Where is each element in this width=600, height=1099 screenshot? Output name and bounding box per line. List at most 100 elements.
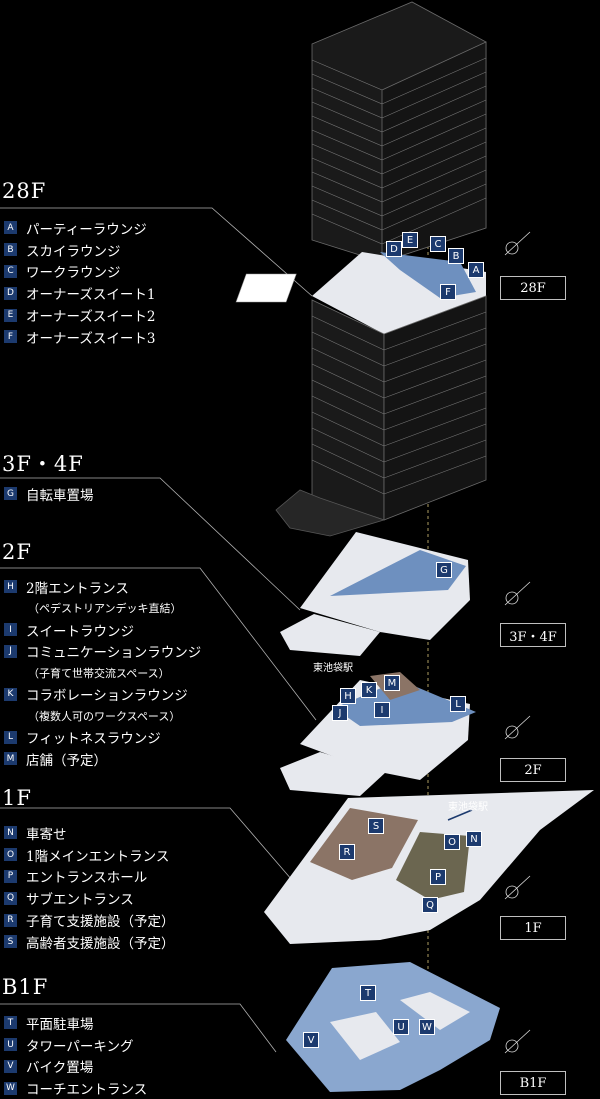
legend-key: M — [4, 752, 17, 766]
legend-key: I — [4, 623, 17, 637]
legend-label: コミュニケーションラウンジ — [26, 645, 202, 662]
map-marker-v: V — [303, 1032, 319, 1048]
map-marker-b: B — [448, 248, 464, 264]
legend-2f: H 2階エントランス （ペデストリアンデッキ直結） I スイートラウンジ J コミュニ… — [4, 576, 201, 770]
legend-label: コラボレーションラウンジ — [26, 688, 188, 705]
legend-item: R 子育て支援施設（予定） — [4, 909, 175, 931]
legend-label: バイク置場 — [26, 1060, 94, 1077]
map-marker-g: G — [436, 562, 452, 578]
legend-item: S 高齢者支援施設（予定） — [4, 931, 175, 953]
legend-key: K — [4, 687, 17, 701]
floor-label-b1f: B1F — [500, 1071, 566, 1095]
legend-key: H — [4, 580, 17, 594]
floor-3f4f-plan — [280, 532, 470, 656]
legend-key: A — [4, 221, 17, 235]
legend-key: D — [4, 286, 17, 300]
legend-sublabel: （複数人可のワークスペース） — [28, 709, 181, 723]
legend-key: U — [4, 1038, 17, 1052]
map-marker-e: E — [402, 232, 418, 248]
legend-item: I スイートラウンジ — [4, 619, 201, 641]
legend-key: J — [4, 644, 17, 658]
legend-key: B — [4, 243, 17, 257]
legend-sublabel: （ペデストリアンデッキ直結） — [28, 602, 182, 616]
map-marker-i: I — [374, 702, 390, 718]
map-marker-o: O — [444, 834, 460, 850]
floor-title-1f: 1F — [2, 786, 32, 810]
legend-key: Q — [4, 891, 17, 905]
legend-key: S — [4, 935, 17, 949]
legend-label: 店舗（予定） — [26, 752, 107, 769]
map-marker-u: U — [393, 1019, 409, 1035]
map-marker-p: P — [430, 869, 446, 885]
map-marker-a: A — [468, 262, 484, 278]
leader-lines — [0, 207, 317, 1053]
legend-label: ワークラウンジ — [26, 265, 121, 282]
map-marker-k: K — [361, 682, 377, 698]
legend-label: パーティーラウンジ — [26, 221, 147, 238]
map-marker-m: M — [384, 675, 400, 691]
legend-key: F — [4, 330, 17, 344]
legend-label: オーナーズスイート1 — [26, 287, 156, 304]
legend-label: オーナーズスイート2 — [26, 309, 156, 326]
legend-item: H 2階エントランス — [4, 576, 201, 598]
legend-key: E — [4, 308, 17, 322]
tower-lower — [275, 295, 487, 537]
legend-item: L フィットネスラウンジ — [4, 726, 201, 748]
legend-item: J コミュニケーションラウンジ — [4, 641, 201, 663]
map-marker-l: L — [450, 696, 466, 712]
floor-2f-plan — [280, 672, 476, 796]
legend-label: コーチエントランス — [26, 1082, 148, 1099]
legend-item: O 1階メインエントランス — [4, 844, 175, 866]
legend-label: 自転車置場 — [26, 487, 94, 504]
legend-key: P — [4, 869, 17, 883]
map-marker-c: C — [430, 236, 446, 252]
map-marker-d: D — [386, 241, 402, 257]
map-marker-n: N — [466, 831, 482, 847]
legend-item: E オーナーズスイート2 — [4, 304, 155, 326]
floor-1f-plan — [264, 790, 594, 944]
legend-label: エントランスホール — [26, 870, 148, 887]
legend-key: O — [4, 848, 17, 862]
floor-title-3f4f: 3F・4F — [2, 452, 84, 476]
legend-label: スイートラウンジ — [26, 623, 134, 640]
legend-label: 2階エントランス — [26, 580, 129, 597]
legend-item: B スカイラウンジ — [4, 239, 155, 261]
legend-key: V — [4, 1059, 17, 1073]
floor-title-28f: 28F — [2, 179, 47, 203]
legend-item: N 車寄せ — [4, 822, 175, 844]
legend-key: R — [4, 913, 17, 927]
legend-item: P エントランスホール — [4, 866, 175, 888]
legend-label: サブエントランス — [26, 892, 134, 909]
floor-label-28f: 28F — [500, 276, 566, 300]
legend-key: L — [4, 730, 17, 744]
map-marker-f: F — [440, 284, 456, 300]
legend-sublabel: （子育て世帯交流スペース） — [28, 666, 170, 680]
legend-item: Q サブエントランス — [4, 887, 175, 909]
legend-item: A パーティーラウンジ — [4, 217, 155, 239]
legend-key: N — [4, 826, 17, 840]
legend-label: フィットネスラウンジ — [26, 731, 161, 748]
floor-title-2f: 2F — [2, 540, 32, 564]
map-marker-j: J — [332, 705, 348, 721]
floor-label-3f4f: 3F・4F — [500, 623, 566, 647]
floor-label-2f: 2F — [500, 758, 566, 782]
legend-1f: N 車寄せ O 1階メインエントランス P エントランスホール Q サブエントランス R… — [4, 822, 175, 953]
legend-label: 車寄せ — [26, 826, 67, 843]
legend-label: 1階メインエントランス — [26, 848, 170, 865]
station-label-1f: 東池袋駅 — [448, 802, 488, 813]
legend-item: K コラボレーションラウンジ — [4, 683, 201, 705]
legend-item: U タワーパーキング — [4, 1034, 147, 1056]
legend-label: 高齢者支援施設（予定） — [26, 935, 175, 952]
legend-label: スカイラウンジ — [26, 243, 121, 260]
legend-label: 子育て支援施設（予定） — [26, 914, 175, 931]
legend-label: タワーパーキング — [26, 1038, 134, 1055]
legend-item: D オーナーズスイート1 — [4, 282, 155, 304]
map-marker-h: H — [340, 688, 356, 704]
